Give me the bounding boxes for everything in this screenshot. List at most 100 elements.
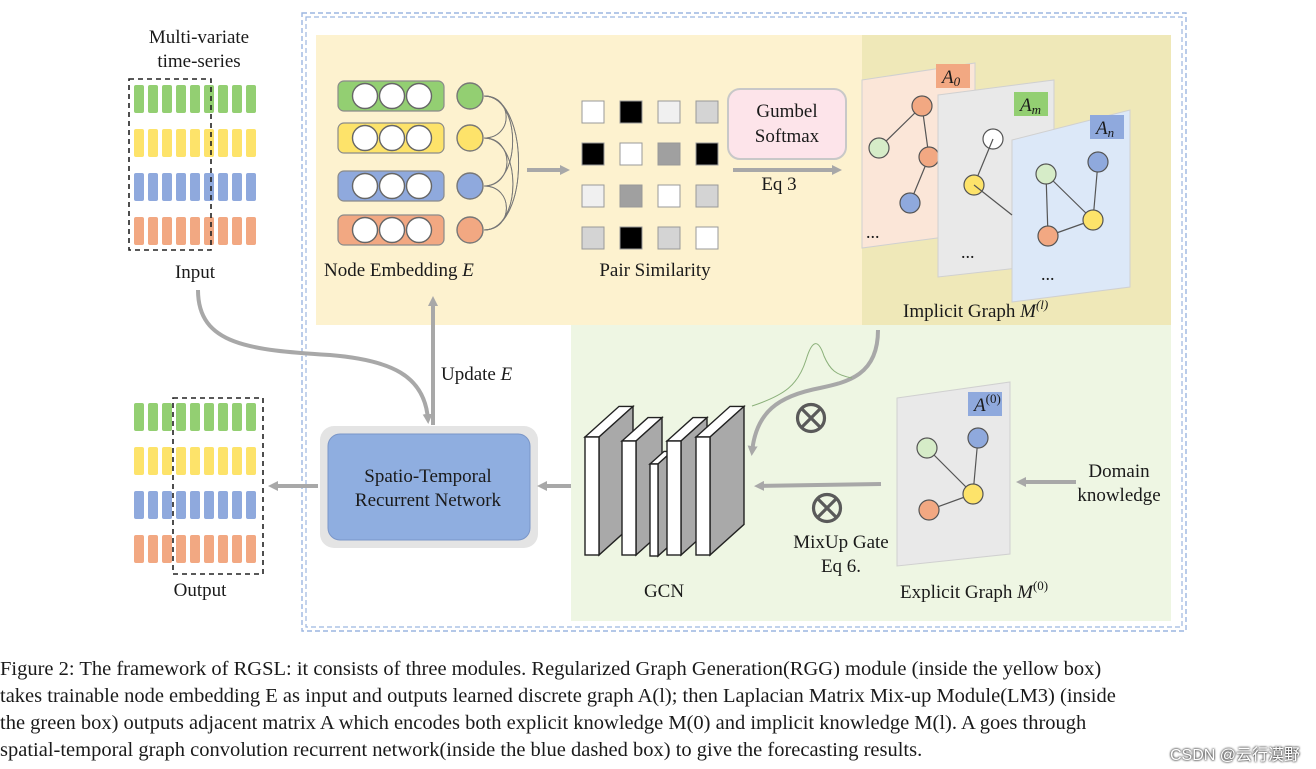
series-bar <box>190 85 200 113</box>
gumbel-line1: Gumbel <box>756 101 817 122</box>
graph-edge <box>926 447 974 495</box>
stgcrn-box: Spatio-Temporal Recurrent Network <box>320 426 538 548</box>
series-bar <box>148 491 158 519</box>
series-bar <box>134 173 144 201</box>
series-bar <box>148 217 158 245</box>
domain-line2: knowledge <box>1077 485 1160 506</box>
graph-node <box>868 137 890 159</box>
graph-node <box>899 192 921 214</box>
embedding-unit <box>351 82 379 110</box>
gcn-layer-front <box>695 436 711 556</box>
graph-node <box>916 437 938 459</box>
similarity-cell <box>657 184 681 208</box>
similarity-cell <box>657 226 681 250</box>
graph-edge <box>973 184 1013 216</box>
output-time-series <box>134 397 264 575</box>
series-bar <box>204 535 214 563</box>
embedding-unit <box>378 124 406 152</box>
stgcrn-line2: Recurrent Network <box>355 490 502 511</box>
series-bar <box>246 173 256 201</box>
gcn-label: GCN <box>644 581 684 602</box>
series-bar <box>246 85 256 113</box>
eq3-label: Eq 3 <box>761 174 796 195</box>
similarity-cell <box>619 184 643 208</box>
series-bar <box>148 403 158 431</box>
series-bar <box>246 403 256 431</box>
similarity-cell <box>619 142 643 166</box>
pair-similarity-label: Pair Similarity <box>599 260 711 281</box>
similarity-cell <box>657 142 681 166</box>
update-label: Update E <box>441 364 513 385</box>
output-label: Output <box>174 580 228 601</box>
graph-node <box>962 483 984 505</box>
series-bar <box>218 535 228 563</box>
series-bar <box>134 403 144 431</box>
input-window-dashed <box>128 78 212 251</box>
embedding-node <box>456 124 484 152</box>
series-bar <box>218 447 228 475</box>
series-bar <box>134 129 144 157</box>
similarity-cell <box>619 100 643 124</box>
series-bar <box>162 129 172 157</box>
input-time-series <box>128 78 256 251</box>
similarity-cell <box>619 226 643 250</box>
embedding-link <box>483 185 507 231</box>
graph-node <box>1087 151 1109 173</box>
embedding-link <box>483 137 514 231</box>
series-bar <box>162 173 172 201</box>
series-bar <box>246 535 256 563</box>
embedding-node <box>456 82 484 110</box>
series-bar <box>190 129 200 157</box>
series-bar <box>204 129 214 157</box>
graph-ellipsis: ... <box>961 242 975 262</box>
series-bar <box>148 447 158 475</box>
mixup-line2: Eq 6. <box>821 556 861 577</box>
input-title-line1: Multi-variate <box>149 27 249 48</box>
graph-node <box>911 95 933 117</box>
arrow-implicit-to-gcn <box>747 329 880 456</box>
series-bar <box>218 129 228 157</box>
input-label: Input <box>175 262 216 283</box>
otimes-icon-top <box>795 402 827 434</box>
similarity-cell <box>581 100 605 124</box>
gcn-layer-front <box>649 463 659 557</box>
figure-caption: Figure 2: The framework of RGSL: it cons… <box>0 656 1316 769</box>
series-bar <box>204 491 214 519</box>
domain-line1: Domain <box>1088 461 1150 482</box>
graph-tag-sub: 0 <box>954 74 961 89</box>
gcn-layer-front <box>621 440 637 556</box>
series-bar <box>232 129 242 157</box>
series-bar <box>218 403 228 431</box>
graph-tag <box>1090 115 1124 139</box>
gumbel-softmax-box: Gumbel Softmax <box>727 88 847 160</box>
explicit-graph-label: Explicit Graph M(0) <box>900 578 1048 603</box>
similarity-cell <box>695 226 719 250</box>
embedding-unit <box>378 216 406 244</box>
gcn-layer-front <box>584 436 600 556</box>
node-embedding <box>337 80 520 246</box>
graph-node <box>1035 163 1057 185</box>
similarity-cell <box>695 100 719 124</box>
caption-line3: the green box) outputs adjacent matrix A… <box>0 712 1087 734</box>
graph-tag <box>968 392 1002 416</box>
series-bar <box>162 85 172 113</box>
implicit-graph-label: Implicit Graph M(l) <box>903 297 1048 322</box>
explicit-graph: A(0) <box>896 381 1011 567</box>
caption-line1: Figure 2: The framework of RGSL: it cons… <box>0 658 1102 680</box>
series-bar <box>148 85 158 113</box>
series-bar <box>218 85 228 113</box>
gaussian-curve-icon <box>751 343 853 407</box>
pair-similarity-matrix <box>581 100 719 250</box>
series-bar <box>134 535 144 563</box>
series-bar <box>162 535 172 563</box>
series-bar <box>176 535 186 563</box>
graph-tag-sub: n <box>1108 125 1115 140</box>
embedding-unit <box>351 172 379 200</box>
series-bar <box>232 491 242 519</box>
gcn-layer-front <box>666 440 682 556</box>
implicit-graphs: A0...Am...An... <box>861 62 1131 303</box>
similarity-cell <box>581 142 605 166</box>
graph-tag <box>1014 92 1048 116</box>
series-bar <box>162 217 172 245</box>
series-bar <box>190 491 200 519</box>
